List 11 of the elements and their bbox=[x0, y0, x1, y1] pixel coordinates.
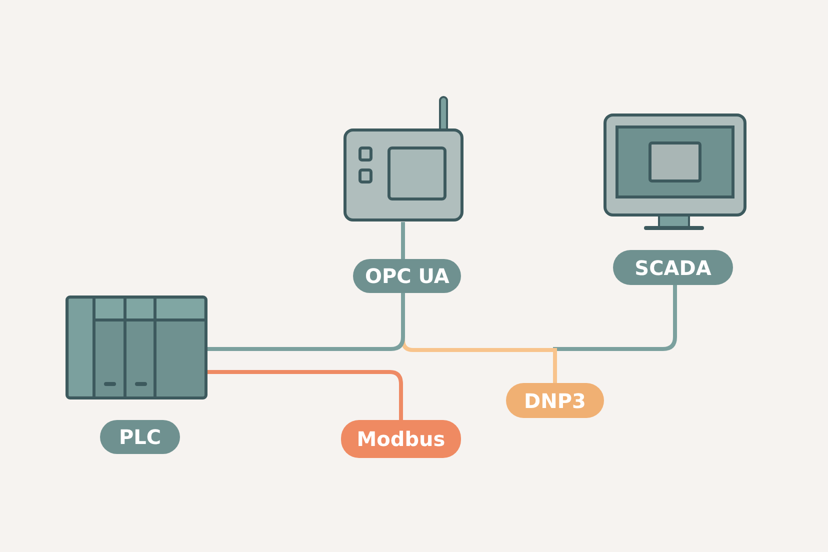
protocol-label: OPC UA bbox=[353, 259, 462, 293]
protocol-label: SCADA bbox=[613, 250, 733, 285]
protocol-label: PLC bbox=[100, 420, 180, 454]
connector-line bbox=[207, 293, 405, 351]
gateway-drawing bbox=[344, 96, 464, 222]
plc-drawing bbox=[66, 296, 208, 400]
monitor-drawing bbox=[604, 114, 746, 230]
protocol-label: DNP3 bbox=[506, 383, 604, 418]
connector-line bbox=[401, 222, 405, 259]
connector-line bbox=[207, 370, 403, 420]
protocol-label: Modbus bbox=[341, 420, 461, 458]
